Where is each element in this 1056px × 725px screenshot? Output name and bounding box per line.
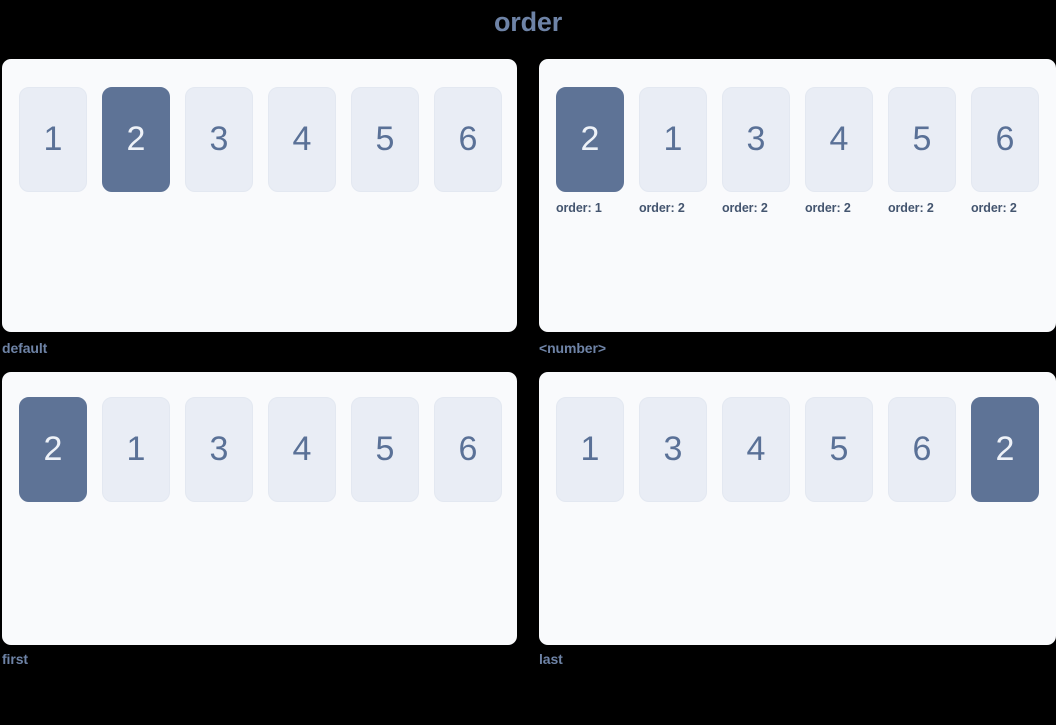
panel-label-last: last (539, 651, 563, 667)
card-item[interactable]: 5 (805, 397, 873, 502)
order-note: order: 2 (722, 201, 768, 215)
card-cell: 3 (185, 397, 253, 502)
card-cell: 2 (971, 397, 1039, 502)
card-row-number: 2 order: 1 1 order: 2 3 order: 2 4 order: 2 5 ord… (556, 87, 1039, 215)
card-item[interactable]: 4 (722, 397, 790, 502)
card-cell: 6 (434, 397, 502, 502)
card-item[interactable]: 1 (639, 87, 707, 192)
card-cell: 4 (268, 87, 336, 192)
card-cell: 3 (185, 87, 253, 192)
card-item[interactable]: 3 (185, 397, 253, 502)
card-item[interactable]: 4 (268, 397, 336, 502)
card-cell: 3 order: 2 (722, 87, 790, 215)
card-item-highlighted[interactable]: 2 (19, 397, 87, 502)
card-cell: 2 order: 1 (556, 87, 624, 215)
card-cell: 6 order: 2 (971, 87, 1039, 215)
card-cell: 3 (639, 397, 707, 502)
card-cell: 2 (102, 87, 170, 192)
panel-label-number: <number> (539, 340, 606, 356)
panel-label-default: default (2, 340, 48, 356)
card-item[interactable]: 6 (434, 87, 502, 192)
card-item[interactable]: 3 (185, 87, 253, 192)
card-cell: 5 (351, 397, 419, 502)
card-item-highlighted[interactable]: 2 (102, 87, 170, 192)
card-cell: 6 (434, 87, 502, 192)
card-cell: 1 order: 2 (639, 87, 707, 215)
card-cell: 1 (556, 397, 624, 502)
card-cell: 6 (888, 397, 956, 502)
card-item[interactable]: 5 (888, 87, 956, 192)
card-cell: 5 (805, 397, 873, 502)
card-item[interactable]: 3 (639, 397, 707, 502)
card-item[interactable]: 5 (351, 397, 419, 502)
card-item-highlighted[interactable]: 2 (971, 397, 1039, 502)
card-item[interactable]: 6 (971, 87, 1039, 192)
order-note: order: 1 (556, 201, 602, 215)
card-item[interactable]: 4 (805, 87, 873, 192)
card-cell: 5 (351, 87, 419, 192)
card-cell: 4 (268, 397, 336, 502)
card-item-highlighted[interactable]: 2 (556, 87, 624, 192)
card-item[interactable]: 1 (19, 87, 87, 192)
card-cell: 2 (19, 397, 87, 502)
page-title: order (493, 7, 563, 37)
card-item[interactable]: 1 (102, 397, 170, 502)
card-item[interactable]: 6 (888, 397, 956, 502)
panel-label-first: first (2, 651, 28, 667)
card-item[interactable]: 5 (351, 87, 419, 192)
card-cell: 5 order: 2 (888, 87, 956, 215)
order-note: order: 2 (639, 201, 685, 215)
order-note: order: 2 (805, 201, 851, 215)
card-item[interactable]: 1 (556, 397, 624, 502)
panel-number: 2 order: 1 1 order: 2 3 order: 2 4 order: 2 5 ord… (539, 59, 1056, 332)
card-cell: 1 (19, 87, 87, 192)
order-note: order: 2 (971, 201, 1017, 215)
card-item[interactable]: 4 (268, 87, 336, 192)
card-cell: 4 order: 2 (805, 87, 873, 215)
order-note: order: 2 (888, 201, 934, 215)
card-item[interactable]: 3 (722, 87, 790, 192)
card-item[interactable]: 6 (434, 397, 502, 502)
card-cell: 4 (722, 397, 790, 502)
card-cell: 1 (102, 397, 170, 502)
